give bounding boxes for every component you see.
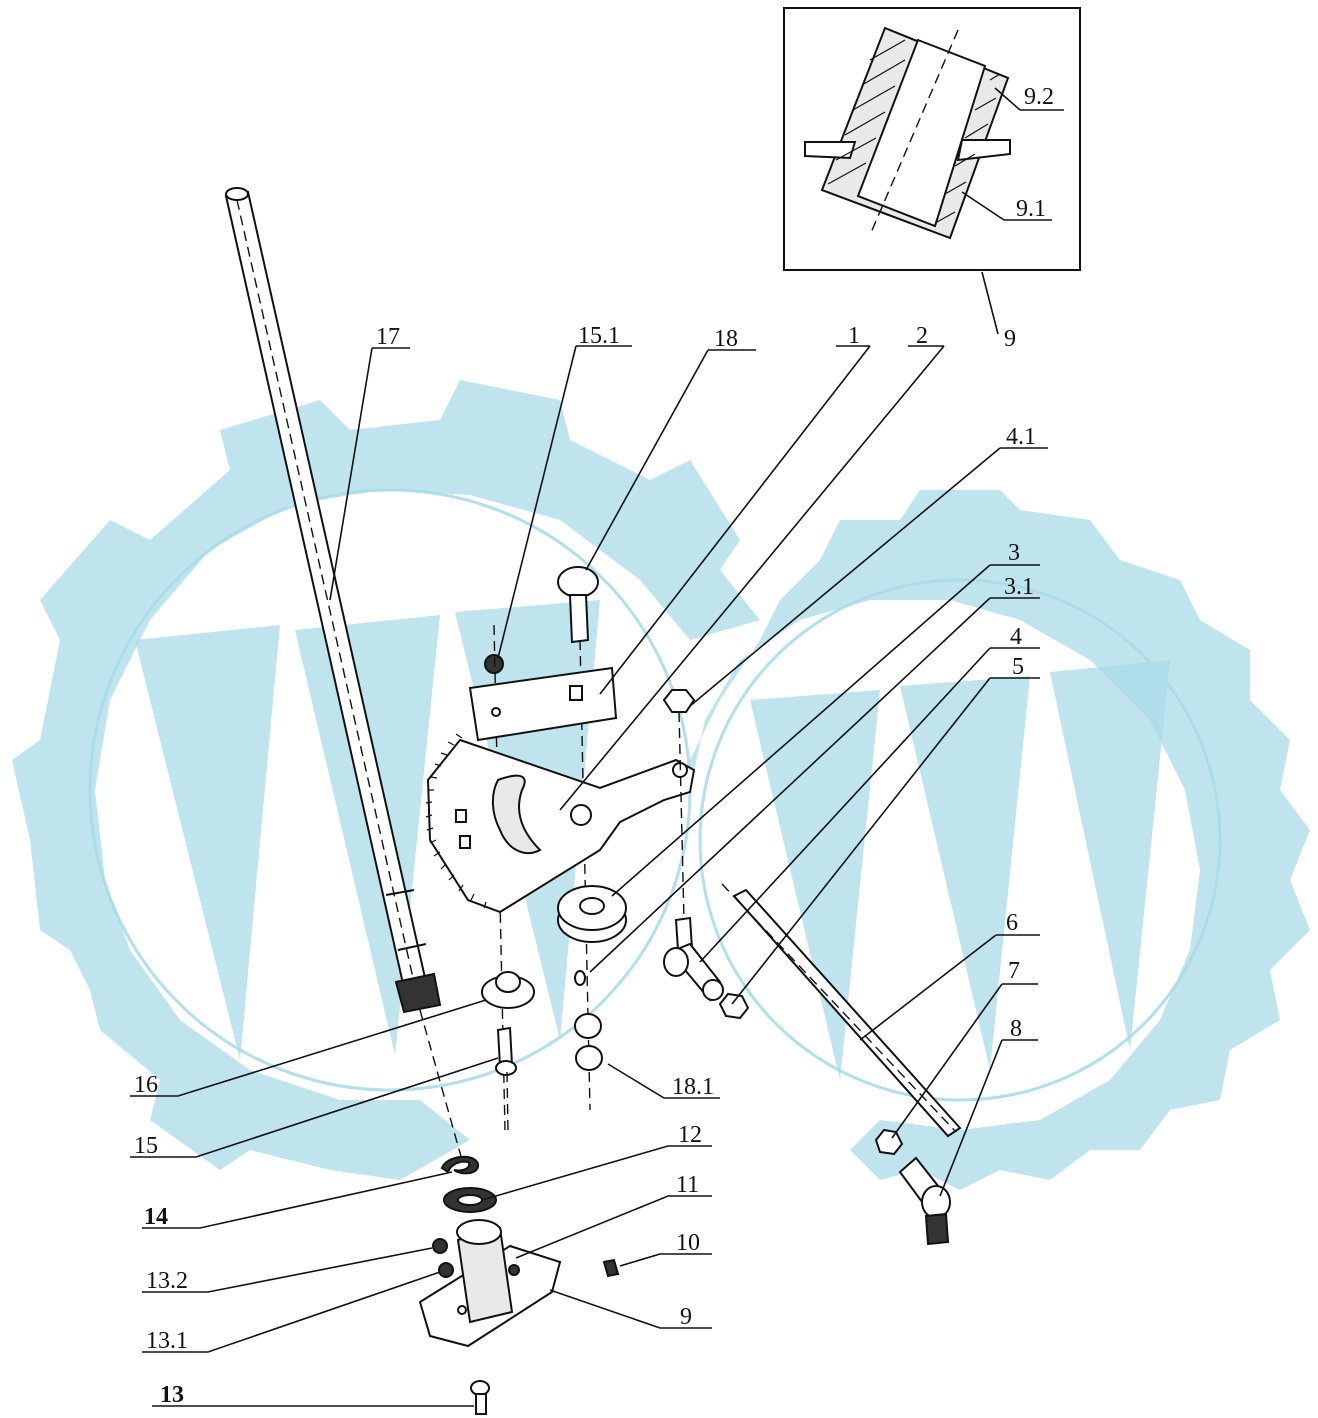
callout-11: 11 (676, 1172, 699, 1198)
watermark-w-right-3 (1050, 660, 1170, 1050)
callout-3-1: 3.1 (1004, 574, 1034, 600)
inset-detail-9 (783, 7, 1081, 271)
pulley-3 (557, 885, 627, 943)
callout-labels: 17 15.1 18 1 2 4.1 9.2 9.1 9 3 3.1 4 5 6… (134, 84, 1054, 1408)
washer-12 (443, 1187, 497, 1213)
callout-18: 18 (714, 326, 738, 352)
callout-9-1: 9.1 (1016, 196, 1046, 222)
callout-3: 3 (1008, 540, 1020, 566)
nut-3-1 (574, 970, 586, 986)
callout-12: 12 (678, 1122, 702, 1148)
callout-13-1: 13.1 (146, 1328, 188, 1354)
callout-7: 7 (1008, 958, 1020, 984)
callout-14: 14 (144, 1204, 168, 1230)
watermark-ring-right (698, 578, 1222, 1102)
callout-15-1: 15.1 (578, 323, 620, 349)
watermark-w-left-1 (135, 625, 280, 1060)
plate-1 (468, 666, 618, 742)
leader-lines (130, 87, 1064, 1407)
nut-4-1 (662, 689, 696, 921)
callout-16: 16 (134, 1072, 158, 1098)
callout-17: 17 (376, 324, 400, 350)
rod-17 (224, 187, 442, 1014)
callout-9-bottom: 9 (680, 1304, 692, 1330)
callout-9-top: 9 (1004, 326, 1016, 352)
callout-15: 15 (134, 1133, 158, 1159)
callout-4-1: 4.1 (1006, 424, 1036, 450)
rod-end-4 (663, 916, 724, 1002)
hatch-lines (827, 39, 1001, 223)
watermark-w-right-1 (750, 690, 880, 1080)
callout-13: 13 (160, 1382, 184, 1408)
nuts-18-1 (574, 1013, 603, 1071)
snap-ring-14 (440, 1155, 480, 1175)
callout-9-2: 9.2 (1024, 84, 1054, 110)
callout-2: 2 (916, 323, 928, 349)
nut-13-2 (432, 1238, 448, 1254)
bracket-9 (418, 1219, 562, 1348)
bushing-flange-right (956, 139, 1011, 162)
callout-6: 6 (1006, 910, 1018, 936)
callout-18-1: 18.1 (672, 1074, 714, 1100)
watermark-logo (12, 380, 1310, 1190)
sector-teeth (425, 733, 487, 909)
bushing-flange-left (804, 141, 857, 160)
callout-8: 8 (1010, 1016, 1022, 1042)
callout-5: 5 (1012, 654, 1024, 680)
watermark-gear-left (12, 380, 760, 990)
callout-1: 1 (848, 323, 860, 349)
parts (224, 187, 962, 1415)
callout-13-2: 13.2 (146, 1268, 188, 1294)
nut-7 (874, 1128, 904, 1156)
bolt-13 (470, 1380, 490, 1415)
bushing-axis (869, 29, 959, 236)
callout-10: 10 (676, 1230, 700, 1256)
watermark-w-right-2 (900, 676, 1030, 1070)
shaft-6 (721, 883, 962, 1138)
screw-10 (602, 1258, 620, 1278)
washer-16 (481, 971, 535, 1009)
bushing-bore (856, 38, 987, 228)
nut-5 (718, 992, 750, 1020)
nut-13-1 (438, 1262, 454, 1278)
watermark-gear-left-bottom (90, 950, 470, 1180)
rod-end-8 (898, 1156, 951, 1246)
bolt-15 (495, 1026, 517, 1131)
callout-4: 4 (1010, 624, 1022, 650)
